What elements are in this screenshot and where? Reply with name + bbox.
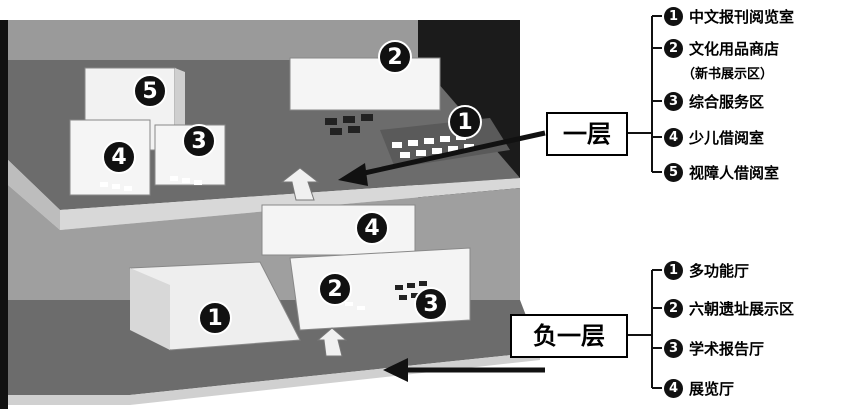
upper-slab-edge <box>60 178 520 230</box>
legend-number: 4 <box>664 378 683 398</box>
floor-label-lower-text: 负一层 <box>533 322 605 350</box>
lower-arrow-head <box>383 358 408 382</box>
lower-legend-bracket <box>627 269 662 389</box>
legend-number: 5 <box>664 162 683 182</box>
upper-arrow-line <box>359 130 546 177</box>
legend-label: 中文报刊阅览室 <box>689 7 795 26</box>
lower-items-white <box>345 302 365 310</box>
legend-number: 3 <box>664 91 683 111</box>
legend-upper-4: 4 少儿借阅室 <box>664 124 764 150</box>
floor-label-lower: 负一层 <box>510 314 628 358</box>
lower-floor-edge <box>8 352 540 405</box>
left-outer-wall <box>0 20 8 409</box>
marker-upper-4: 4 <box>102 140 136 174</box>
legend-number: 3 <box>664 338 683 358</box>
legend-number: 1 <box>664 260 683 280</box>
legend-label: 多功能厅 <box>689 261 750 280</box>
upper-legend-bracket <box>627 15 662 173</box>
legend-label: 少儿借阅室 <box>689 128 765 147</box>
room-l2-l3 <box>289 247 471 331</box>
marker-upper-5: 5 <box>133 74 167 108</box>
marker-upper-3: 3 <box>182 124 216 158</box>
room-l4 <box>261 204 416 256</box>
upper-arrow-head <box>338 163 368 186</box>
legend-lower-3: 3 学术报告厅 <box>664 335 764 361</box>
upper-shop-items <box>325 114 373 135</box>
legend-upper-5: 5 视障人借阅室 <box>664 159 779 185</box>
upper-small-items <box>100 176 202 191</box>
marker-lower-2: 2 <box>318 272 352 306</box>
legend-upper-1: 1 中文报刊阅览室 <box>664 3 794 29</box>
legend-label: 文化用品商店 <box>689 39 780 58</box>
legend-upper-3: 3 综合服务区 <box>664 88 764 114</box>
upper-slab-left <box>8 160 60 230</box>
room-l1-wall <box>130 268 170 350</box>
legend-number: 4 <box>664 127 683 147</box>
room-u2 <box>289 57 441 111</box>
legend-upper-2-sub: （新书展示区） <box>682 67 774 82</box>
marker-lower-4: 4 <box>355 211 389 245</box>
marker-lower-3: 3 <box>414 287 448 321</box>
legend-number: 2 <box>664 298 683 318</box>
legend-label: 展览厅 <box>689 379 735 398</box>
lower-entry-arrow <box>316 327 348 357</box>
legend-label: 六朝遗址展示区 <box>689 299 795 318</box>
marker-lower-1: 1 <box>198 301 232 335</box>
marker-upper-1: 1 <box>448 105 482 139</box>
floor-label-upper-text: 一层 <box>563 120 611 148</box>
upper-entry-arrow <box>280 167 320 201</box>
legend-upper-2: 2 文化用品商店 <box>664 35 779 61</box>
legend-lower-2: 2 六朝遗址展示区 <box>664 295 794 321</box>
floor-label-upper: 一层 <box>546 112 628 156</box>
legend-number: 2 <box>664 38 683 58</box>
legend-lower-4: 4 展览厅 <box>664 375 734 401</box>
legend-lower-1: 1 多功能厅 <box>664 257 749 283</box>
legend-label: 学术报告厅 <box>689 339 765 358</box>
legend-label: 视障人借阅室 <box>689 163 780 182</box>
marker-upper-2: 2 <box>378 40 412 74</box>
legend-label: 综合服务区 <box>689 92 765 111</box>
legend-number: 1 <box>664 6 683 26</box>
